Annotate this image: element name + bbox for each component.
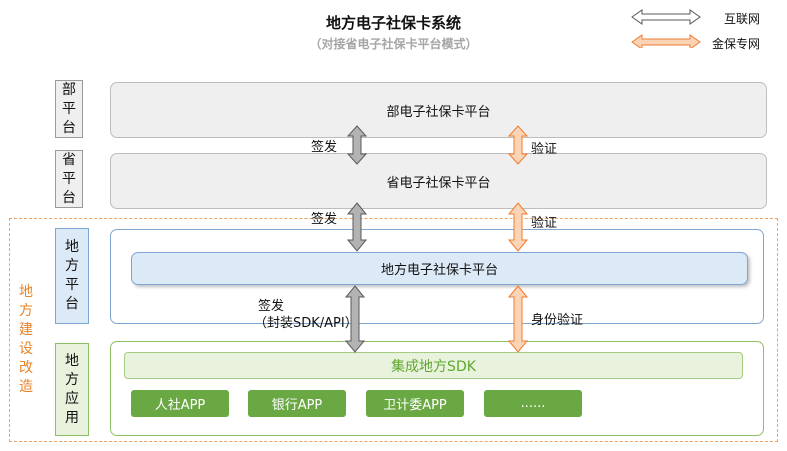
legend-jinbao-label: 金保专网: [712, 37, 761, 51]
local-construction-label: 地方建设改造: [19, 284, 33, 395]
issue-arrow-province-local: [346, 202, 368, 252]
province-platform-label: 省电子社保卡平台: [386, 175, 491, 191]
ministry-platform: 部电子社保卡平台: [110, 82, 767, 138]
level-local-platform: 地方平台: [55, 228, 89, 324]
identity-verify-label: 身份验证: [531, 313, 584, 328]
app-health: 卫计委APP: [366, 390, 464, 417]
internet-legend-arrow: [631, 9, 701, 25]
app-more: ......: [484, 390, 582, 417]
province-platform: 省电子社保卡平台: [110, 153, 767, 209]
issue-label-2: 签发: [311, 212, 338, 227]
sdk-label: 集成地方SDK: [391, 358, 476, 375]
level-local-app: 地方应用: [55, 343, 89, 436]
local-platform-label: 地方电子社保卡平台: [380, 263, 498, 278]
app-renshe: 人社APP: [131, 390, 229, 417]
legend-arrows: [631, 9, 701, 48]
verify-arrow-province-local: [507, 202, 529, 252]
level-province: 省平台: [55, 150, 83, 208]
issue-sdk-label-line1: 签发: [258, 299, 285, 314]
page-title: 地方电子社保卡系统: [325, 14, 461, 32]
page-subtitle: （对接省电子社保卡平台模式）: [309, 37, 478, 51]
ministry-platform-label: 部电子社保卡平台: [386, 104, 491, 120]
verify-label-1: 验证: [531, 142, 558, 157]
identity-verify-arrow: [507, 285, 529, 353]
issue-arrow-local-sdk: [344, 285, 366, 353]
issue-sdk-label-line2: （封装SDK/API）: [254, 316, 358, 331]
verify-label-2: 验证: [531, 216, 558, 231]
issue-label-1: 签发: [311, 140, 338, 155]
app-bank: 银行APP: [248, 390, 346, 417]
level-ministry: 部平台: [55, 80, 83, 138]
local-construction-area: [9, 218, 778, 442]
sdk-bar: 集成地方SDK: [124, 352, 743, 379]
local-platform: 地方电子社保卡平台: [131, 252, 748, 285]
jinbao-legend-arrow: [631, 34, 701, 48]
verify-arrow-ministry-province: [507, 125, 529, 165]
issue-arrow-ministry-province: [346, 125, 368, 165]
legend-internet-label: 互联网: [724, 12, 761, 26]
